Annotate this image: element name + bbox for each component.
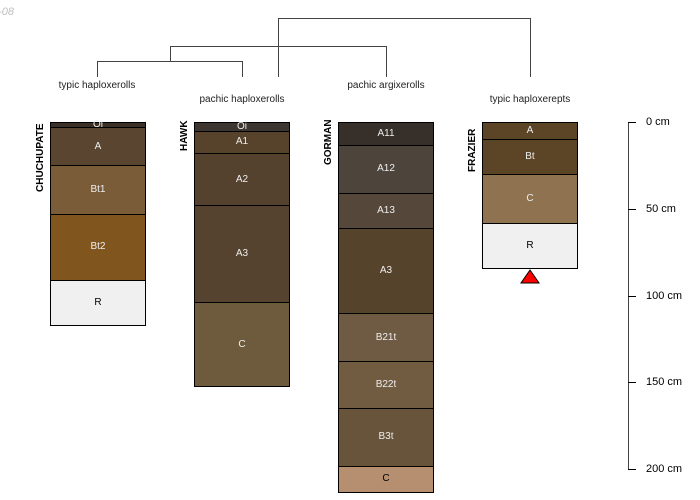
- date-stamp: 0-08: [0, 6, 15, 18]
- horizon-r: R: [482, 222, 578, 269]
- horizon-b3t: B3t: [338, 408, 434, 467]
- profile-name: FRAZIER: [467, 128, 478, 172]
- bedrock-marker-icon: [520, 269, 540, 284]
- horizon-bt: Bt: [482, 139, 578, 176]
- taxon-label: typic haploxerepts: [489, 94, 571, 105]
- horizon-a: A: [482, 122, 578, 141]
- horizon-label: Oi: [237, 120, 247, 132]
- horizon-oi: Oi: [50, 119, 146, 131]
- horizon-c: C: [338, 465, 434, 493]
- horizon-label: Bt1: [90, 184, 106, 196]
- horizon-a11: A11: [338, 122, 434, 146]
- horizon-label: R: [526, 239, 534, 251]
- horizon-a: A: [50, 127, 146, 167]
- taxon-label: pachic argixerolls: [347, 80, 425, 91]
- horizon-b21t: B21t: [338, 312, 434, 363]
- horizon-label: A: [526, 125, 534, 137]
- horizon-label: A3: [379, 264, 393, 276]
- horizon-label: Oi: [93, 119, 103, 131]
- horizon-label: A3: [235, 248, 249, 260]
- horizon-a3: A3: [194, 205, 290, 304]
- depth-tick-label: 150 cm: [646, 376, 683, 389]
- horizon-a2: A2: [194, 153, 290, 207]
- horizon-a1: A1: [194, 130, 290, 155]
- horizon-label: A12: [377, 163, 395, 175]
- depth-tick-label: 50 cm: [646, 202, 676, 215]
- profile-name: GORMAN: [323, 119, 334, 165]
- horizon-label: A1: [235, 136, 249, 148]
- profile-name: CHUCHUPATE: [35, 123, 46, 192]
- horizon-a13: A13: [338, 193, 434, 229]
- horizon-label: Bt2: [90, 241, 106, 253]
- dendrogram-branch: [170, 46, 387, 77]
- horizon-label: C: [526, 192, 534, 204]
- horizon-bt1: Bt1: [50, 165, 146, 215]
- horizon-a3: A3: [338, 227, 434, 314]
- horizon-label: C: [382, 473, 390, 485]
- taxon-label: typic haploxerolls: [58, 80, 136, 91]
- horizon-label: B3t: [378, 431, 394, 443]
- depth-tick-label: 0 cm: [646, 116, 670, 128]
- horizon-label: Bt: [525, 151, 535, 163]
- depth-tick-label: 200 cm: [646, 463, 683, 475]
- horizon-c: C: [194, 302, 290, 387]
- dendrogram-root: [278, 18, 531, 77]
- horizon-bt2: Bt2: [50, 213, 146, 281]
- horizon-label: B21t: [375, 331, 397, 343]
- horizon-label: A13: [377, 204, 395, 216]
- dendrogram-branch: [97, 46, 243, 77]
- horizon-label: C: [238, 338, 246, 350]
- horizon-label: A: [94, 140, 102, 152]
- horizon-c: C: [482, 174, 578, 224]
- profile-name: HAWK: [179, 120, 190, 152]
- horizon-label: A11: [377, 127, 395, 139]
- horizon-r: R: [50, 279, 146, 326]
- horizon-b22t: B22t: [338, 361, 434, 410]
- horizon-a12: A12: [338, 144, 434, 195]
- horizon-oi: Oi: [194, 120, 290, 132]
- horizon-label: A2: [235, 173, 249, 185]
- horizon-label: B22t: [375, 379, 397, 391]
- horizon-label: R: [94, 296, 102, 308]
- taxon-label: pachic haploxerolls: [199, 94, 285, 105]
- depth-tick-label: 100 cm: [646, 289, 683, 302]
